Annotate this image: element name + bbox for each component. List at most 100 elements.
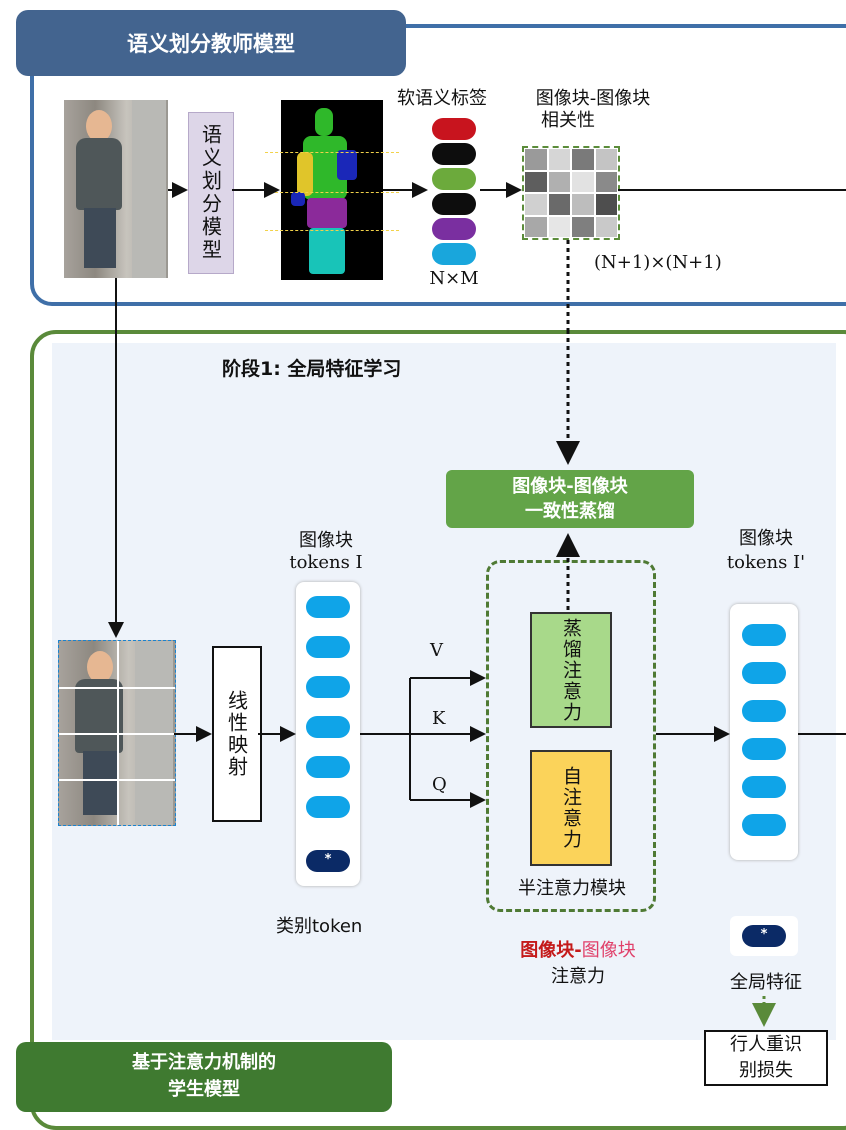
- stage-area: [52, 343, 836, 1040]
- distill-attention-label: 蒸馏注意力: [560, 617, 582, 723]
- correlation-title-2: 相关性: [541, 110, 595, 131]
- patch-tokens-sub: tokens I: [289, 552, 363, 573]
- half-attention-module: [486, 560, 656, 912]
- pillar: [132, 100, 166, 278]
- correlation-matrix: [522, 146, 620, 240]
- distill-attention-box: 蒸馏注意力: [530, 612, 612, 728]
- teacher-panel: [30, 24, 846, 306]
- reid-loss-line1: 行人重识: [730, 1034, 802, 1055]
- soft-label-pill: [432, 168, 476, 190]
- segmentation-model-box: 语义划分模型: [188, 112, 234, 274]
- seg-bag: [337, 150, 357, 180]
- correlation-cell: [571, 193, 595, 216]
- reid-loss-box: 行人重识 别损失: [704, 1030, 828, 1086]
- seg-arm: [297, 152, 313, 196]
- patch-patch-attention-caption: 图像块-图像块 注意力: [488, 938, 668, 990]
- patch-patch-red-2: 图像块: [581, 940, 636, 961]
- correlation-cell: [524, 193, 548, 216]
- correlation-cell: [594, 170, 618, 193]
- out-tokens-title: 图像块: [739, 528, 793, 549]
- correlation-cell: [594, 215, 618, 238]
- patch-tokens-column: *: [296, 582, 360, 886]
- patch-token: [306, 596, 350, 618]
- patch-grid-h1: [59, 687, 175, 689]
- distill-box-line2: 一致性蒸馏: [525, 501, 615, 522]
- global-token-mark: *: [760, 927, 768, 942]
- correlation-cell: [524, 170, 548, 193]
- patch-token: [306, 756, 350, 778]
- out-token: [742, 776, 786, 798]
- correlation-cell: [594, 148, 618, 171]
- correlation-title-1: 图像块-图像块: [535, 88, 651, 109]
- soft-label-pill: [432, 243, 476, 265]
- global-feature-label: 全局特征: [730, 972, 802, 993]
- global-feature-token-card: *: [730, 916, 798, 956]
- patch-person-torso: [75, 679, 123, 753]
- person-torso: [76, 138, 122, 210]
- soft-label-pills: [430, 118, 478, 266]
- correlation-cell: [524, 148, 548, 171]
- teacher-title-text: 语义划分教师模型: [127, 32, 295, 56]
- stage-title: 阶段1: 全局特征学习: [222, 358, 402, 380]
- patch-patch-red-1: 图像块: [520, 940, 575, 961]
- patch-person-head: [87, 651, 113, 683]
- self-attention-label: 自注意力: [560, 766, 582, 850]
- correlation-cell: [571, 215, 595, 238]
- correlation-cell: [547, 148, 571, 171]
- correlation-cell: [571, 170, 595, 193]
- qkv-label-k: K: [432, 708, 446, 729]
- out-token: [742, 700, 786, 722]
- out-token: [742, 662, 786, 684]
- out-token: [742, 738, 786, 760]
- distill-box-line1: 图像块-图像块: [512, 476, 628, 497]
- seg-hand: [291, 192, 305, 206]
- linear-projection-label: 线性映射: [224, 690, 249, 778]
- out-tokens-sub: tokens I': [726, 552, 806, 573]
- segmentation-model-label: 语义划分模型: [198, 124, 223, 262]
- patch-grid-h2: [59, 733, 175, 735]
- class-token-mark: *: [324, 852, 332, 867]
- patch-token: [306, 796, 350, 818]
- patch-patch-attention-word: 注意力: [551, 966, 605, 987]
- reid-loss-line2: 别损失: [739, 1060, 793, 1081]
- out-tokens-column: [730, 604, 798, 860]
- segmentation-map: [265, 100, 399, 280]
- correlation-cell: [571, 148, 595, 171]
- seg-guide-2: [265, 192, 399, 193]
- person-legs: [84, 208, 116, 268]
- patch-token: [306, 716, 350, 738]
- seg-guide-1: [265, 152, 399, 153]
- out-token: [742, 814, 786, 836]
- self-attention-box: 自注意力: [530, 750, 612, 866]
- input-person-image: [64, 100, 168, 278]
- teacher-connectors: [115, 182, 846, 330]
- patch-tokens-title: 图像块: [299, 530, 353, 551]
- soft-label-pill: [432, 193, 476, 215]
- seg-head: [315, 108, 333, 136]
- student-title: 基于注意力机制的 学生模型: [16, 1042, 392, 1112]
- patch-token: [306, 676, 350, 698]
- linear-projection-box: 线性映射: [212, 646, 262, 822]
- soft-label-pill: [432, 143, 476, 165]
- half-attention-label: 半注意力模块: [518, 878, 626, 899]
- soft-labels-size: N×M: [429, 268, 479, 289]
- teacher-title: 语义划分教师模型: [16, 10, 406, 76]
- patchified-image: [58, 640, 176, 826]
- student-title-line2: 学生模型: [168, 1079, 240, 1100]
- soft-label-pill: [432, 218, 476, 240]
- qkv-label-q: Q: [432, 774, 447, 795]
- correlation-cell: [524, 215, 548, 238]
- seg-legs: [309, 228, 345, 274]
- soft-labels-title: 软语义标签: [397, 88, 487, 109]
- seg-hips: [307, 198, 347, 228]
- class-token: *: [306, 850, 350, 872]
- qkv-label-v: V: [430, 640, 443, 661]
- global-feature-token: *: [742, 925, 786, 947]
- correlation-cell: [547, 170, 571, 193]
- correlation-cell: [547, 193, 571, 216]
- correlation-size: (N+1)×(N+1): [594, 252, 722, 273]
- consistency-distillation-box: 图像块-图像块 一致性蒸馏: [446, 470, 694, 528]
- correlation-cell: [547, 215, 571, 238]
- student-title-line1: 基于注意力机制的: [132, 1052, 276, 1073]
- patch-person-legs: [83, 751, 117, 815]
